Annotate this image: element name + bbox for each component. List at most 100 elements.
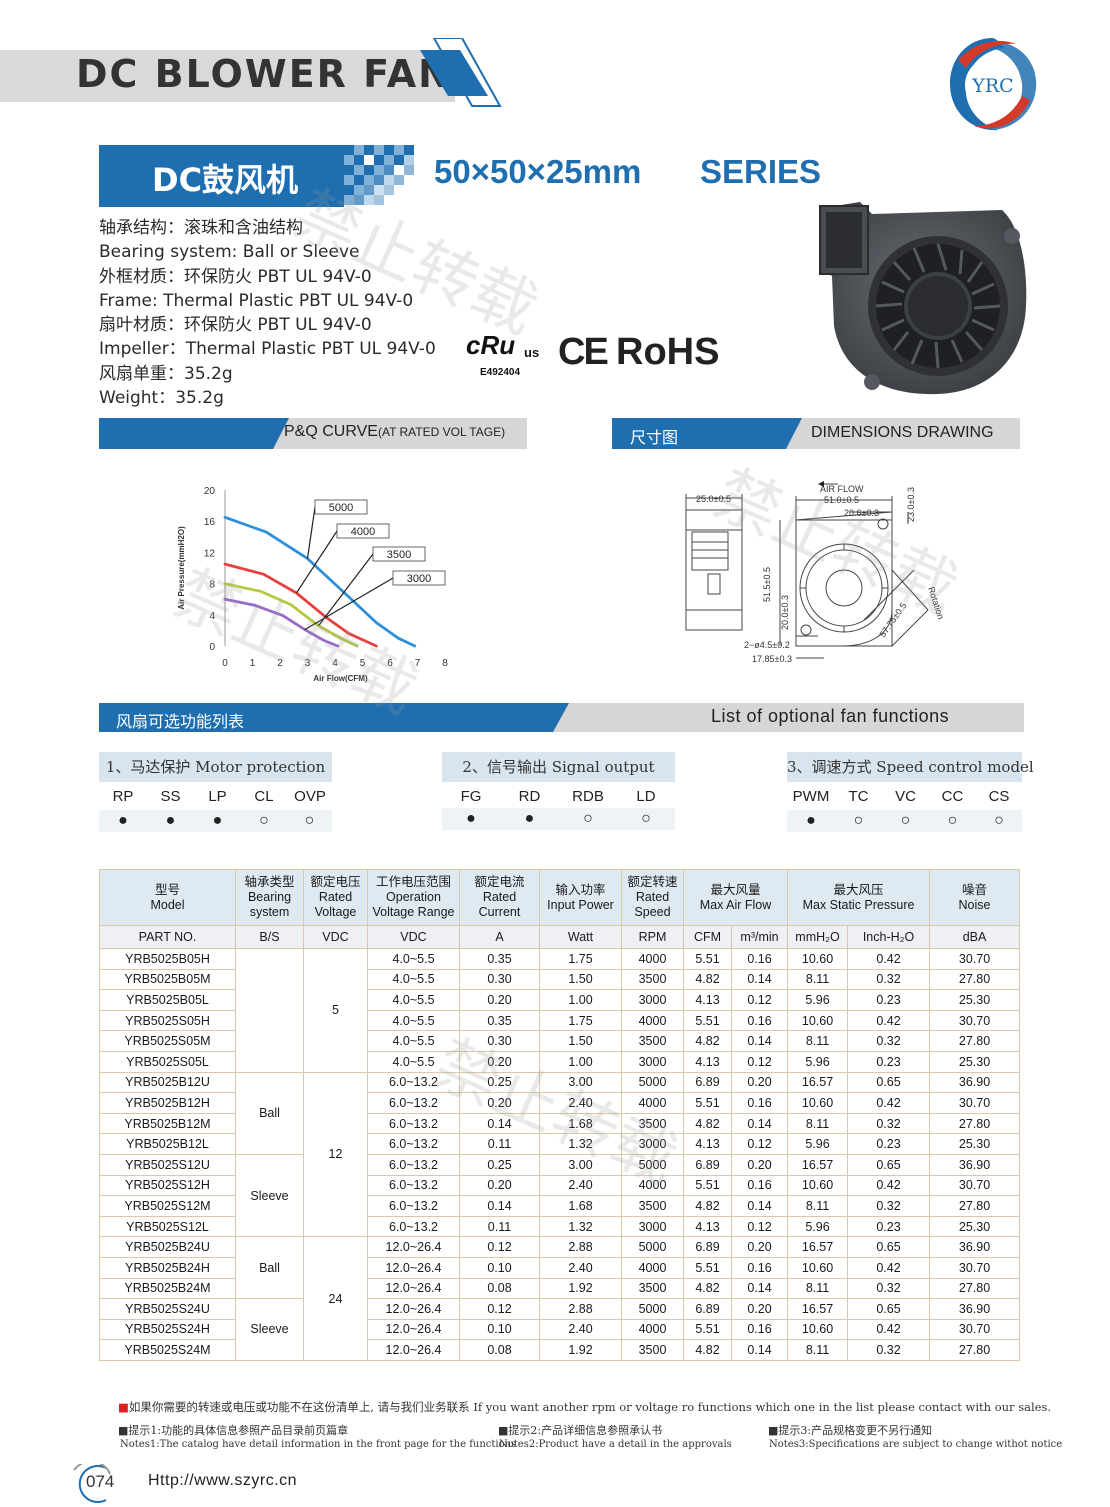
ul-us-mark: us: [524, 345, 540, 360]
option-mark-tc: ○: [853, 812, 864, 829]
cell-noise: 25.30: [929, 1215, 1021, 1238]
cell-inch-h2o: 0.23: [847, 1215, 931, 1238]
spec-list: 轴承结构：滚珠和含油结构 Bearing system: Ball or Sle…: [99, 216, 436, 410]
website-url[interactable]: Http://www.szyrc.cn: [148, 1472, 298, 1489]
options-section-title-cn: 风扇可选功能列表: [116, 712, 245, 731]
cell-speed: 3500: [621, 1339, 684, 1361]
unit-amp: A: [459, 925, 540, 949]
option-code-rdb: RDB: [572, 788, 604, 805]
cell-mmh2o: 5.96: [787, 1133, 849, 1155]
cell-inch-h2o: 0.42: [847, 1174, 931, 1197]
cell-noise: 30.70: [929, 1009, 1021, 1032]
cell-noise: 36.90: [929, 1298, 1021, 1320]
option-mark-rdb: ○: [583, 810, 593, 827]
cell-mmh2o: 8.11: [787, 1195, 849, 1217]
cell-m3min: 0.14: [730, 1277, 789, 1300]
cell-speed: 4000: [621, 1174, 684, 1197]
cell-part-no: YRB5025S12U: [99, 1153, 236, 1176]
header-max-static-pressure: 最大风压 Max Static Pressure: [787, 869, 931, 926]
cell-mmh2o: 16.57: [787, 1298, 849, 1320]
cell-inch-h2o: 0.65: [847, 1071, 931, 1094]
header-input-power: 输入功率 Input Power: [539, 869, 622, 926]
cell-mmh2o: 10.60: [787, 1318, 849, 1341]
cell-current: 0.35: [459, 1009, 540, 1032]
dim-label-width: 25.0±0.5: [696, 494, 731, 504]
cell-power: 1.32: [539, 1215, 622, 1238]
cell-part-no: YRB5025B24U: [99, 1236, 236, 1258]
cell-voltage-range: 12.0~26.4: [367, 1236, 460, 1258]
option-mark-ss: ●: [165, 812, 176, 829]
cell-m3min: 0.14: [730, 1030, 789, 1052]
x-tick-label: 1: [250, 658, 256, 669]
cell-cfm: 5.51: [683, 948, 732, 970]
cell-m3min: 0.12: [730, 1133, 789, 1155]
cell-cfm: 5.51: [683, 1256, 732, 1279]
cell-cfm: 4.13: [683, 1050, 732, 1073]
cell-mmh2o: 8.11: [787, 968, 849, 991]
cell-mmh2o: 5.96: [787, 1050, 849, 1073]
option-code-cc: CC: [941, 788, 964, 805]
cell-bearing: Sleeve: [235, 1153, 304, 1238]
cell-m3min: 0.16: [730, 1318, 789, 1341]
cell-rated-voltage: 5: [303, 948, 368, 1073]
cell-cfm: 6.89: [683, 1153, 732, 1176]
unit-vdc: VDC: [303, 925, 368, 949]
cell-speed: 4000: [621, 1009, 684, 1032]
cell-current: 0.35: [459, 948, 540, 970]
series-label-box-4000: [336, 523, 390, 539]
cell-m3min: 0.20: [730, 1153, 789, 1176]
series-size: 50×50×25mm: [434, 153, 642, 190]
header-rated-current: 额定电流 Rated Current: [459, 869, 540, 926]
cell-power: 2.88: [539, 1236, 622, 1258]
series-label-4000: 4000: [351, 526, 375, 538]
cell-noise: 36.90: [929, 1236, 1021, 1258]
cell-inch-h2o: 0.65: [847, 1153, 931, 1176]
y-tick-label: 8: [209, 580, 215, 591]
cell-m3min: 0.16: [730, 1009, 789, 1032]
rohs-mark: RoHS: [616, 331, 720, 373]
tip1-en: Notes1:The catalog have detail informati…: [120, 1439, 517, 1450]
option-code-rd: RD: [518, 788, 541, 805]
cell-part-no: YRB5025B24H: [99, 1256, 236, 1279]
cell-noise: 25.30: [929, 989, 1021, 1011]
cell-mmh2o: 10.60: [787, 948, 849, 970]
cell-cfm: 4.82: [683, 1195, 732, 1217]
cell-part-no: YRB5025B24M: [99, 1277, 236, 1300]
cell-noise: 27.80: [929, 1339, 1021, 1361]
contact-note-marker: ■: [118, 1400, 129, 1414]
option-code-rp: RP: [112, 788, 134, 805]
cell-speed: 5000: [621, 1298, 684, 1320]
cell-power: 2.88: [539, 1298, 622, 1320]
series-label-box-3000: [392, 570, 446, 586]
series-label-3000: 3000: [407, 573, 431, 585]
series-pointer-3500: [318, 553, 374, 627]
x-tick-label: 7: [415, 658, 421, 669]
dim-label-outlet-height: 23.0±0.3: [906, 487, 916, 522]
cell-voltage-range: 12.0~26.4: [367, 1256, 460, 1279]
dim-section-bar-accent: [612, 418, 802, 449]
spec-impeller-en: Impeller：Thermal Plastic PBT UL 94V-0: [99, 339, 436, 360]
cell-speed: 4000: [621, 1092, 684, 1114]
cell-inch-h2o: 0.32: [847, 1112, 931, 1135]
series-label-5000: 5000: [329, 502, 353, 514]
speed-control-heading: 3、调速方式 Speed control model: [787, 752, 1034, 782]
cell-speed: 5000: [621, 1236, 684, 1258]
pq-section-title-main: P&Q CURVE: [284, 423, 378, 440]
cell-current: 0.11: [459, 1215, 540, 1238]
cell-part-no: YRB5025S12H: [99, 1174, 236, 1197]
x-tick-label: 5: [360, 658, 366, 669]
spec-table: 型号 Model 轴承类型 Bearing system 额定电压 Rated …: [99, 869, 1021, 1361]
subtitle-box: [99, 145, 344, 207]
cell-voltage-range: 6.0~13.2: [367, 1153, 460, 1176]
pq-section-title-note: (AT RATED VOL TAGE): [377, 425, 506, 439]
dim-label-outlet: 20.6±0.3: [844, 508, 879, 518]
cell-voltage-range: 6.0~13.2: [367, 1071, 460, 1094]
